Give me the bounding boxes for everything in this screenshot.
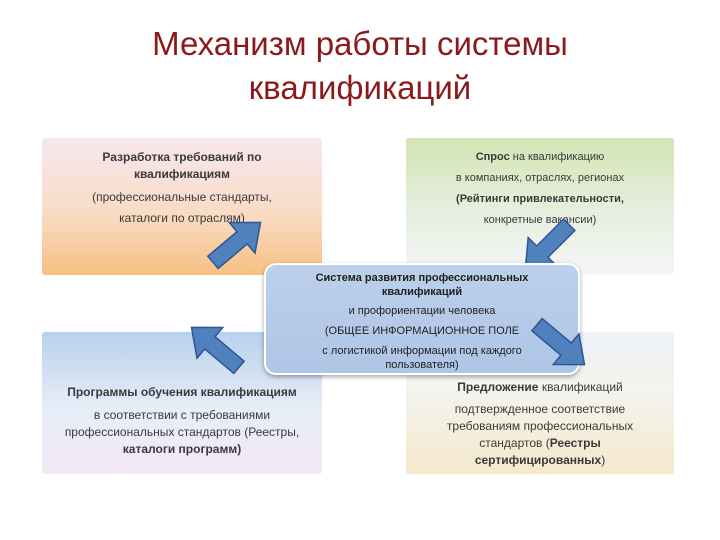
requirements-box: Разработка требований по квалификациям (… bbox=[42, 138, 322, 275]
center-line1: Система развития профессиональных bbox=[315, 272, 529, 284]
central-system-box: Система развития профессиональных квалиф… bbox=[264, 263, 580, 375]
training-line4: каталоги программ) bbox=[122, 442, 242, 456]
supply-certified: сертифицированных bbox=[474, 453, 602, 467]
supply-line1-rest: квалификаций bbox=[538, 380, 623, 394]
requirements-heading-line2: квалификациям bbox=[133, 167, 231, 181]
supply-line4: стандартов (Реестры bbox=[406, 435, 674, 452]
supply-keyword: Предложение bbox=[457, 380, 539, 394]
supply-line5-close: ) bbox=[601, 453, 606, 467]
supply-line4-text: стандартов ( bbox=[479, 436, 550, 450]
demand-line2: в компаниях, отраслях, регионах bbox=[455, 172, 625, 184]
demand-keyword: Спрос bbox=[475, 151, 510, 163]
requirements-detail-line1: (профессиональные стандарты, bbox=[92, 190, 272, 204]
arrow-center-to-training-icon bbox=[177, 311, 253, 384]
center-line6: пользователя) bbox=[385, 359, 459, 371]
slide-title-line2: квалификаций bbox=[248, 69, 472, 106]
center-line5: с логистикой информации под каждого bbox=[322, 345, 522, 357]
slide-title-line1: Механизм работы системы bbox=[152, 25, 568, 62]
arrow-center-to-supply-icon bbox=[523, 308, 599, 381]
requirements-detail-line2: каталоги по отраслям) bbox=[119, 211, 245, 225]
training-line2: в соответствии с требованиями bbox=[93, 408, 271, 422]
center-line4: (ОБЩЕЕ ИНФОРМАЦИОННОЕ ПОЛЕ bbox=[324, 325, 520, 337]
demand-line1: Спрос на квалификацию bbox=[406, 149, 674, 166]
supply-line1: Предложение квалификаций bbox=[406, 379, 674, 396]
requirements-heading-line1: Разработка требований по bbox=[102, 150, 262, 164]
supply-registry: Реестры bbox=[549, 436, 601, 450]
training-heading: Программы обучения квалификациям bbox=[67, 385, 297, 399]
training-line3: профессиональных стандартов (Реестры, bbox=[64, 425, 300, 439]
demand-line1-rest: на квалификацию bbox=[509, 151, 605, 163]
supply-line2: подтвержденное соответствие bbox=[454, 402, 626, 416]
demand-line3: (Рейтинги привлекательности, bbox=[456, 193, 624, 205]
supply-line5: сертифицированных) bbox=[406, 452, 674, 469]
center-line2: квалификаций bbox=[381, 286, 463, 298]
slide-title: Механизм работы системы квалификаций bbox=[0, 22, 720, 110]
center-line3: и профориентации человека bbox=[348, 305, 496, 317]
supply-line3: требованиям профессиональных bbox=[446, 419, 634, 433]
